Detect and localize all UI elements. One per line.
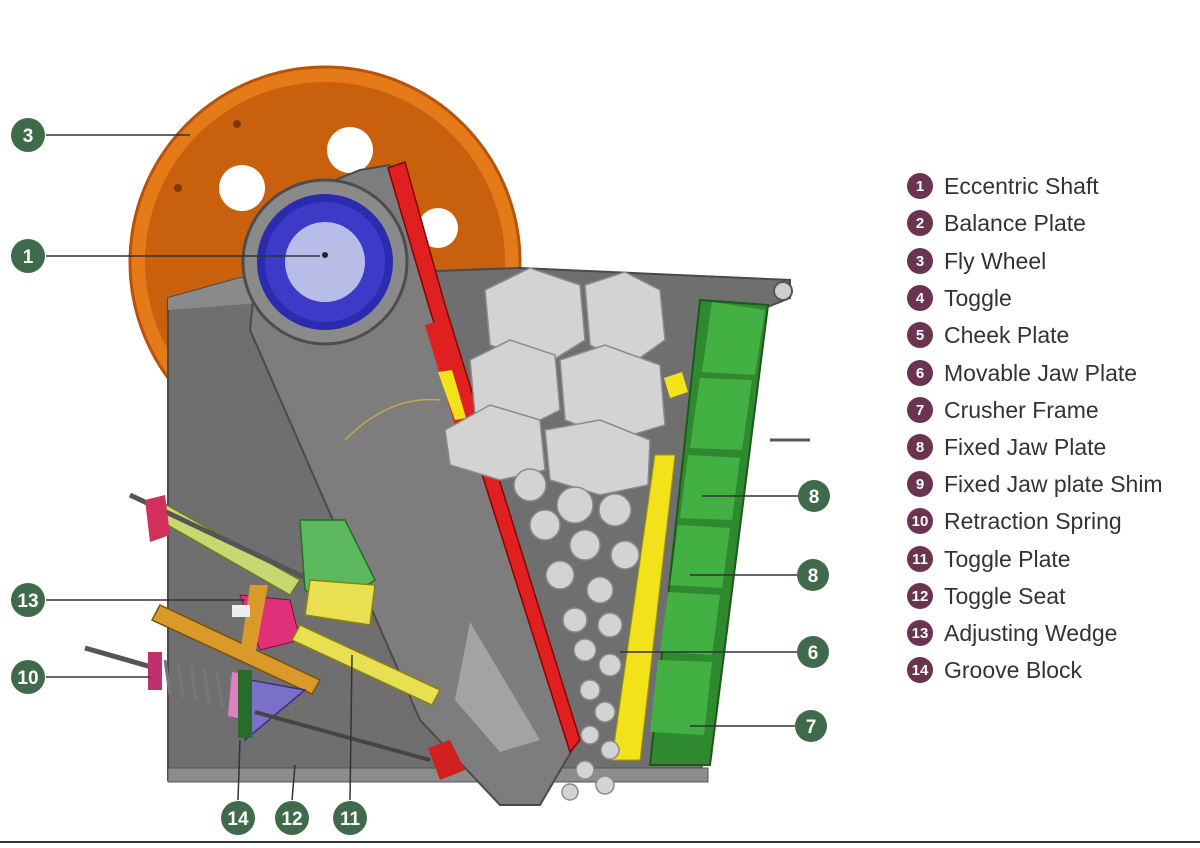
legend-item: 4 Toggle	[907, 285, 1012, 311]
callout-6: 6	[797, 636, 829, 668]
fixed-jaw-plate	[648, 298, 770, 766]
legend-number: 3	[916, 253, 924, 270]
legend-number: 12	[912, 588, 929, 605]
legend-number: 9	[916, 476, 924, 493]
legend-item: 6 Movable Jaw Plate	[907, 360, 1137, 386]
legend-item: 14 Groove Block	[907, 657, 1083, 683]
callout-14-number: 14	[227, 809, 249, 830]
legend-label: Fixed Jaw plate Shim	[944, 471, 1163, 497]
parts-legend: 1 Eccentric Shaft 2 Balance Plate 3 Fly …	[907, 173, 1163, 683]
legend-number: 2	[916, 215, 924, 232]
legend-label: Toggle Seat	[944, 583, 1066, 609]
legend-label: Balance Plate	[944, 210, 1086, 236]
legend-number: 1	[916, 178, 924, 195]
legend-item: 13 Adjusting Wedge	[907, 620, 1117, 646]
legend-label: Movable Jaw Plate	[944, 360, 1137, 386]
legend-label: Crusher Frame	[944, 397, 1099, 423]
legend-item: 5 Cheek Plate	[907, 322, 1069, 348]
callout-8-upper-number: 8	[809, 487, 820, 508]
callout-7: 7	[795, 710, 827, 742]
callout-14: 14	[221, 801, 255, 835]
callout-10: 10	[11, 660, 45, 694]
legend-label: Retraction Spring	[944, 508, 1122, 534]
legend-item: 9 Fixed Jaw plate Shim	[907, 471, 1163, 497]
legend-label: Cheek Plate	[944, 322, 1069, 348]
leader-lines	[46, 134, 798, 801]
legend-item: 7 Crusher Frame	[907, 397, 1099, 423]
legend-item: 12 Toggle Seat	[907, 583, 1066, 609]
legend-number: 11	[912, 551, 928, 568]
legend-item: 10 Retraction Spring	[907, 508, 1122, 534]
callout-12: 12	[275, 801, 309, 835]
callout-8-lower: 8	[797, 559, 829, 591]
legend-item: 8 Fixed Jaw Plate	[907, 434, 1106, 460]
legend-item: 3 Fly Wheel	[907, 248, 1046, 274]
legend-number: 4	[916, 290, 925, 307]
legend-label: Fixed Jaw Plate	[944, 434, 1106, 460]
toggle-mechanism	[84, 492, 465, 780]
legend-label: Groove Block	[944, 657, 1083, 683]
legend-number: 10	[912, 513, 929, 530]
legend-number: 13	[912, 625, 929, 642]
legend-number: 5	[916, 327, 924, 344]
callout-12-number: 12	[281, 809, 302, 830]
movable-jaw	[241, 163, 577, 806]
callout-11-number: 11	[340, 809, 361, 830]
fixed-jaw-plate-shim	[611, 372, 688, 761]
legend-item: 1 Eccentric Shaft	[907, 173, 1099, 199]
callout-6-number: 6	[808, 643, 819, 664]
callout-3-number: 3	[23, 126, 34, 147]
callout-1-number: 1	[23, 247, 34, 268]
callout-13-number: 13	[17, 591, 38, 612]
legend-label: Adjusting Wedge	[944, 620, 1117, 646]
legend-label: Fly Wheel	[944, 248, 1046, 274]
callout-11: 11	[333, 801, 367, 835]
legend-label: Toggle	[944, 285, 1012, 311]
legend-item: 2 Balance Plate	[907, 210, 1086, 236]
legend-label: Eccentric Shaft	[944, 173, 1099, 199]
callout-10-number: 10	[17, 668, 38, 689]
legend-number: 6	[916, 365, 924, 382]
callout-8-upper: 8	[798, 480, 830, 512]
callout-8-lower-number: 8	[808, 566, 819, 587]
legend-label: Toggle Plate	[944, 546, 1071, 572]
callout-3: 3	[11, 118, 45, 152]
legend-number: 7	[916, 402, 924, 419]
callout-1: 1	[11, 239, 45, 273]
callout-13: 13	[11, 583, 45, 617]
rocks	[444, 267, 666, 801]
legend-number: 8	[916, 439, 924, 456]
legend-item: 11 Toggle Plate	[907, 546, 1071, 572]
legend-number: 14	[912, 662, 929, 679]
callout-7-number: 7	[806, 717, 817, 738]
